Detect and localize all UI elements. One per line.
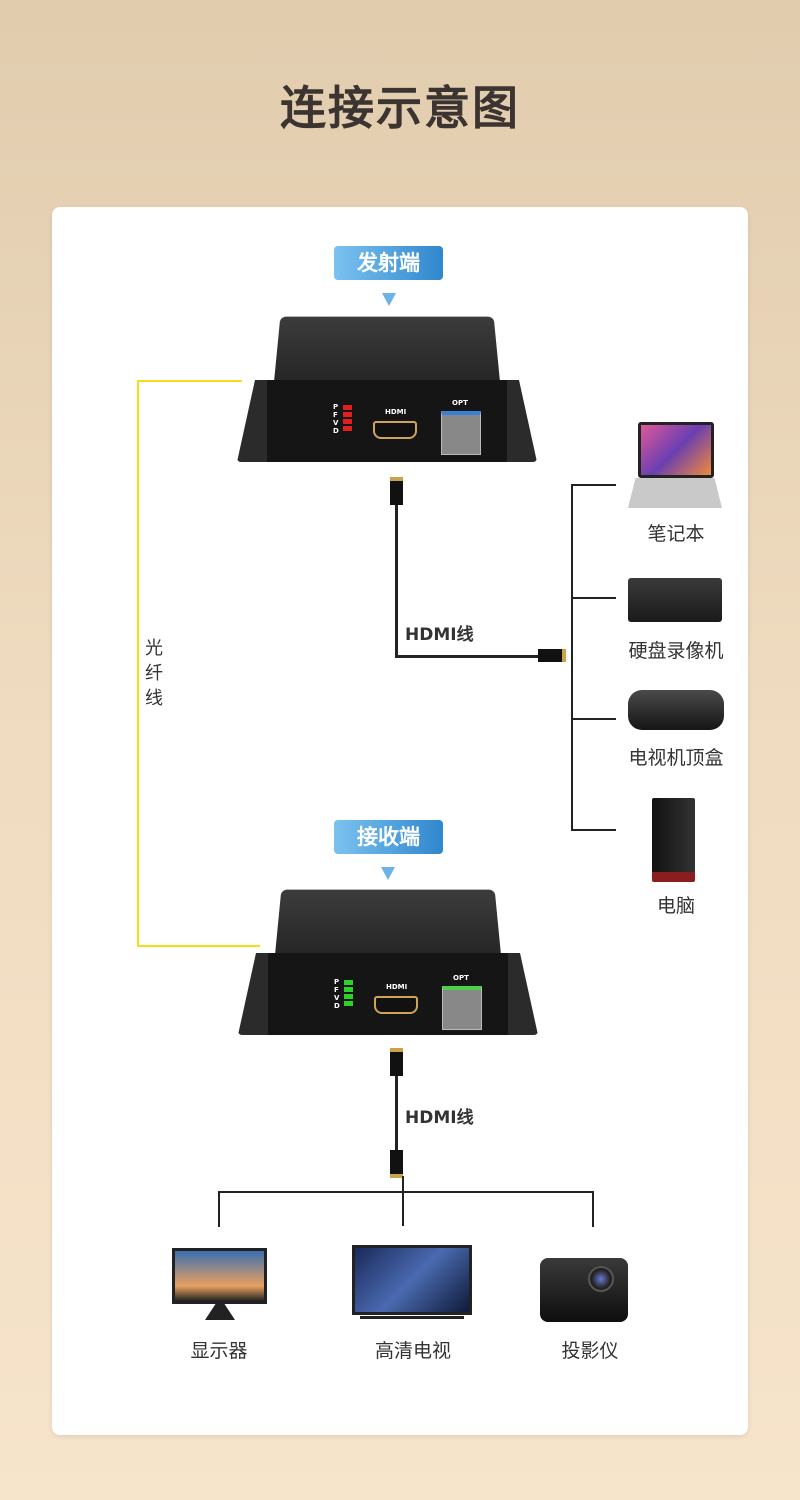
hdmi-cable-label: HDMI线	[405, 1103, 474, 1128]
arrow-down-icon	[382, 293, 396, 306]
source-bracket	[571, 484, 573, 831]
fiber-line-vertical	[137, 380, 139, 947]
hdmi-connector-icon	[390, 1150, 403, 1178]
transmitter-badge: 发射端	[334, 246, 443, 280]
hdmi-cable	[395, 655, 540, 658]
projector-icon	[540, 1258, 628, 1322]
bracket-tick	[592, 1191, 594, 1227]
laptop-icon	[638, 422, 714, 478]
fiber-line-top	[137, 380, 242, 382]
hdmi-cable-label: HDMI线	[405, 620, 474, 645]
bracket-tick	[571, 829, 616, 831]
indicator-labels: PFVD	[333, 403, 339, 435]
bracket-line	[218, 1191, 594, 1193]
status-leds	[343, 405, 352, 433]
hdmi-port-label: HDMI	[386, 983, 407, 991]
projector-lens	[588, 1266, 614, 1292]
indicator-labels: PFVD	[334, 978, 340, 1010]
receiver-device: PFVD HDMI OPT	[238, 888, 538, 1035]
arrow-down-icon	[381, 867, 395, 880]
display-label: 显示器	[149, 1336, 289, 1363]
hdmi-cable	[395, 1076, 398, 1152]
hdmi-port-icon	[374, 996, 418, 1014]
display-label: 高清电视	[343, 1336, 483, 1363]
sfp-port-icon	[441, 411, 481, 455]
hdmi-connector-icon	[390, 1048, 403, 1076]
source-label: 硬盘录像机	[606, 636, 746, 663]
set-top-box-icon	[628, 690, 724, 730]
opt-port-label: OPT	[452, 399, 468, 407]
sfp-port-icon	[442, 986, 482, 1030]
receiver-badge: 接收端	[334, 820, 443, 854]
source-label: 电视机顶盒	[606, 743, 746, 770]
bracket-tick	[571, 484, 616, 486]
fiber-label: 光纤线	[145, 636, 165, 711]
display-label: 投影仪	[520, 1336, 660, 1363]
bracket-tick	[571, 597, 616, 599]
hdmi-port-label: HDMI	[385, 408, 406, 416]
desktop-pc-icon	[652, 798, 695, 882]
source-label: 电脑	[606, 891, 746, 918]
laptop-base	[628, 478, 722, 508]
source-label: 笔记本	[606, 519, 746, 546]
monitor-icon	[172, 1248, 267, 1304]
hdmi-connector-icon	[538, 649, 566, 662]
bracket-tick	[218, 1191, 220, 1227]
dvr-icon	[628, 578, 722, 622]
status-leds	[344, 980, 353, 1008]
hdmi-connector-icon	[390, 477, 403, 505]
transmitter-device: PFVD HDMI OPT	[237, 315, 537, 462]
hdmi-port-icon	[373, 421, 417, 439]
opt-port-label: OPT	[453, 974, 469, 982]
page-title: 连接示意图	[0, 72, 800, 138]
hdmi-cable	[395, 505, 398, 657]
display-bracket	[402, 1176, 404, 1226]
tv-stand	[360, 1316, 464, 1319]
bracket-tick	[571, 718, 616, 720]
tv-icon	[352, 1245, 472, 1315]
